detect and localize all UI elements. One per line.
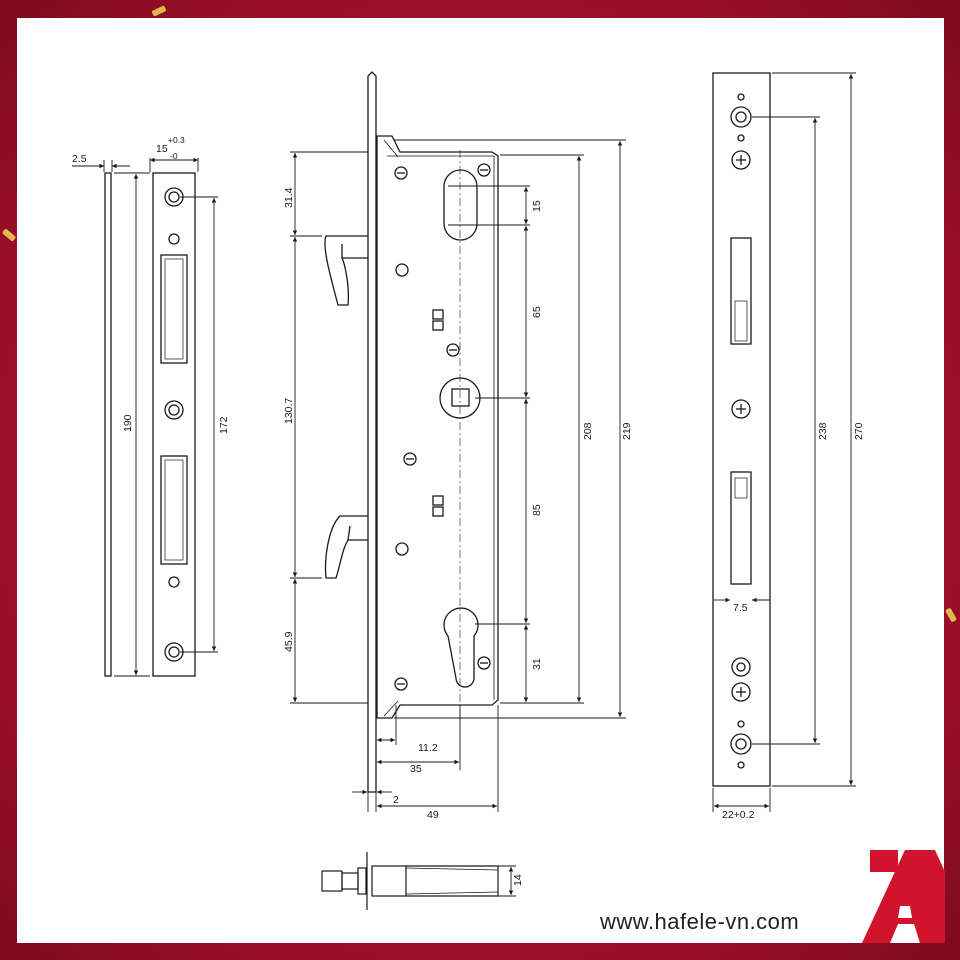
label-thickness: 2.5 [72,153,87,165]
website-url: www.hafele-vn.com [600,909,800,934]
top-view-drawing [321,852,499,910]
label-tol-minus: -0 [170,151,178,161]
label-screw-span: 172 [218,416,230,434]
drawing-sheet [17,18,944,943]
strike-plate-side-view [104,172,112,677]
label-tol-plus: +0.3 [168,135,185,145]
label-plate-width: 22+0.2 [722,809,755,821]
label-screw-span-238: 238 [817,422,829,440]
label-hook-span: 130.7 [283,398,295,424]
label-cyl-31: 31 [531,658,543,670]
label-overall-270: 270 [853,422,865,440]
lock-body-drawing [324,71,499,793]
top-view-dimensions [498,865,516,897]
label-spindle-65: 65 [531,306,543,318]
label-backset: 35 [410,763,422,775]
label-width: 15 [156,143,168,155]
faceplate-dimensions [712,72,856,812]
strike-plate-front-view [152,172,196,677]
label-slot-15: 15 [531,200,543,212]
lock-body-dimensions [290,139,626,812]
strike-plate-dimensions [72,157,218,677]
label-slot-width: 7.5 [733,602,748,614]
label-faceplate-219: 219 [621,422,633,440]
label-cyl-85: 85 [531,504,543,516]
label-depth-49: 49 [427,809,439,821]
label-overall-height: 190 [122,414,134,432]
label-case-208: 208 [582,422,594,440]
label-11-2: 11.2 [418,742,438,754]
lock-body-labels: 31.4 130.7 45.9 15 65 208 219 85 31 11.2… [283,187,633,821]
hafele-logo [862,850,945,943]
strike-plate-labels: 2.5 15 +0.3 -0 190 172 [72,135,230,434]
faceplate-drawing [712,72,771,787]
label-top-offset: 31.4 [283,187,295,208]
label-faceplate-2: 2 [393,794,399,806]
faceplate-labels: 238 270 7.5 22+0.2 [722,422,865,821]
label-bottom-offset: 45.9 [283,631,295,652]
label-top-thickness: 14 [512,874,524,886]
